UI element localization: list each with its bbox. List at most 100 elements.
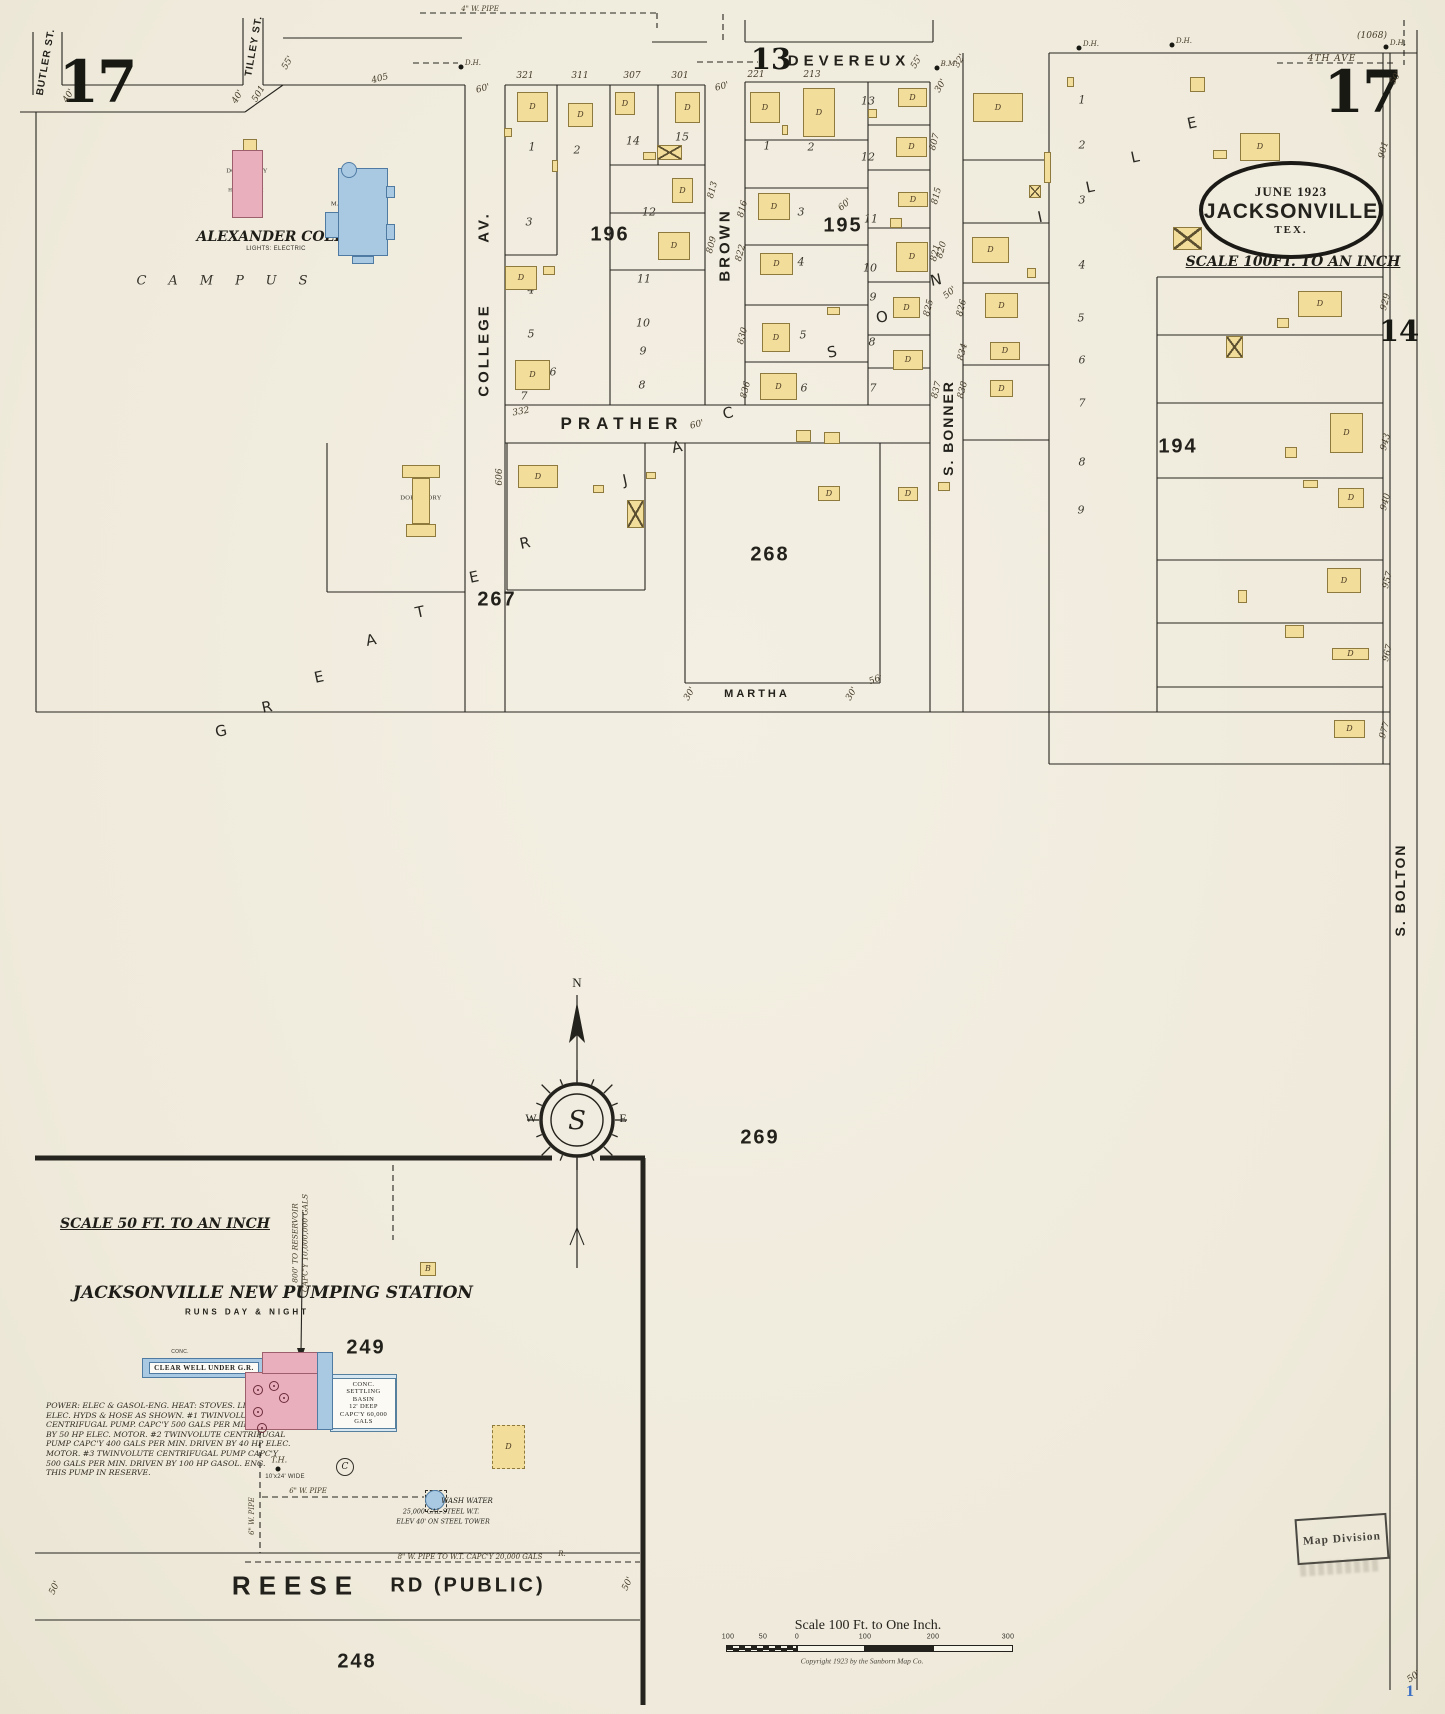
outbuilding <box>1027 268 1036 278</box>
outbuilding <box>1190 77 1205 92</box>
building-label: D <box>775 381 782 391</box>
outbuilding <box>245 1372 318 1430</box>
outbuilding <box>262 1352 318 1374</box>
dwelling-building: D <box>990 342 1020 360</box>
block-number: 269 <box>740 1126 780 1149</box>
outbuilding <box>1044 152 1051 183</box>
dwelling-building: D <box>972 237 1009 263</box>
crossed-outbuilding <box>1029 185 1041 198</box>
wash-water-capacity: 25,000 GAL STEEL W.T. <box>402 1508 480 1516</box>
hydrant-marker-label: D.H. <box>1176 37 1192 45</box>
dwelling-building: D <box>818 486 840 501</box>
scale-bar-tick: 50 <box>758 1633 768 1641</box>
outbuilding <box>317 1352 333 1430</box>
dwelling-building: D <box>518 465 558 488</box>
crossed-outbuilding <box>1173 227 1202 250</box>
block-number: 196 <box>590 223 630 246</box>
building-label: D <box>684 102 691 112</box>
street-label: S. BONNER <box>940 380 956 476</box>
lot-number: 9 <box>639 344 647 358</box>
outbuilding <box>868 109 877 118</box>
dwelling-building: D <box>990 380 1013 397</box>
map-scale-note: SCALE 100FT. TO AN INCH <box>1185 254 1401 270</box>
machinery-label: CONC. <box>171 1349 189 1355</box>
adjacent-sheet-number-right: 14 <box>1378 314 1420 348</box>
building-label: D <box>1256 142 1264 151</box>
settling-capacity: CAPC'Y 60,000 GALS <box>339 1410 388 1426</box>
dwelling-building: D <box>517 92 548 122</box>
pumping-station-notes: POWER: ELEC & GASOL-ENG. HEAT: STOVES. L… <box>46 1401 291 1478</box>
scale-bar-segment <box>726 1648 797 1652</box>
dwelling-building: D <box>658 232 690 260</box>
pipe-label: R. <box>558 1550 566 1558</box>
outbuilding <box>1277 318 1289 328</box>
lot-number: 3 <box>1078 193 1086 207</box>
scale-bar-segment <box>726 1645 797 1649</box>
outbuilding <box>796 430 811 442</box>
compass-letter: W <box>525 1111 537 1125</box>
lot-number: 10 <box>863 261 877 275</box>
lot-number: 13 <box>861 94 875 108</box>
lot-number: 7 <box>520 389 528 403</box>
outbuilding <box>643 152 656 160</box>
building-label: D <box>770 201 778 211</box>
building-label: D <box>577 110 584 119</box>
building-label: D <box>903 302 910 312</box>
dimension-mark: 606 <box>495 468 505 486</box>
crossed-outbuilding <box>657 145 682 160</box>
dwelling-building: D <box>973 93 1023 122</box>
house-number: 213 <box>803 70 821 80</box>
hydrant-marker-label: D.H. <box>465 59 481 67</box>
dwelling-building: D <box>492 1425 525 1469</box>
reservoir-note-line2: CAPC'Y 10,000,000 GALS <box>300 1193 310 1293</box>
pumping-station-note-line: PUMP CAPC'Y 400 GALS PER MIN. DRIVEN BY … <box>46 1439 291 1449</box>
building-label: D <box>904 355 912 364</box>
hydrant-marker-label: B.M. <box>940 60 958 68</box>
dwelling-building: D <box>893 350 923 370</box>
title-date: JUNE 1923 <box>1254 184 1328 199</box>
dwelling-building: D <box>758 193 790 220</box>
pump-machinery-symbol <box>257 1423 267 1433</box>
house-number: 307 <box>623 71 641 81</box>
lot-number: 1 <box>1078 93 1086 107</box>
block-number: 194 <box>1158 435 1198 458</box>
outbuilding <box>1303 480 1318 488</box>
scale-bar-tick: 100 <box>721 1633 735 1641</box>
building-label: D <box>1346 724 1353 733</box>
main-building-turret <box>341 162 357 178</box>
scale-bar-segment <box>933 1645 1013 1652</box>
outbuilding <box>1285 447 1297 458</box>
building-label: D <box>909 92 916 102</box>
building-label: D <box>505 1442 512 1451</box>
crossed-outbuilding <box>1226 336 1243 358</box>
pipe-label: 6" W. PIPE <box>248 1497 256 1535</box>
lot-number: 12 <box>861 150 875 164</box>
outbuilding <box>1213 150 1227 159</box>
yard-circle-mark: C <box>336 1458 354 1476</box>
outbuilding <box>552 160 558 172</box>
building-label: D <box>772 332 780 342</box>
dwelling-building: D <box>893 297 920 318</box>
pumping-station-note-line: 500 GALS PER MIN. DRIVEN BY 100 HP GASOL… <box>46 1458 266 1468</box>
hydrant-marker-label: D.H. <box>1083 40 1099 48</box>
compass-letter: E <box>619 1111 626 1125</box>
dwelling-building: D <box>1327 568 1361 593</box>
test-hole-note: 10'x24' WIDE <box>265 1474 305 1480</box>
outbuilding <box>412 478 430 524</box>
lot-number: 1 <box>763 139 771 153</box>
clear-well-building: CLEAR WELL UNDER G.R. <box>142 1358 266 1378</box>
block-number: 249 <box>346 1336 386 1359</box>
house-number: 321 <box>516 71 534 81</box>
hydrant-marker-dot <box>1169 42 1175 48</box>
lot-number: 2 <box>1078 138 1086 152</box>
lot-number: 5 <box>527 327 535 341</box>
building-label: D <box>998 300 1005 310</box>
wash-water-tank <box>425 1490 445 1510</box>
outbuilding <box>1238 590 1247 603</box>
pumping-station-note-line: POWER: ELEC & GASOL-ENG. HEAT: STOVES. L… <box>46 1401 272 1410</box>
lot-number: 6 <box>800 381 808 395</box>
adjacent-sheet-number-top: 13 <box>750 42 792 76</box>
lot-number: 11 <box>637 272 651 286</box>
block-number: 267 <box>477 588 517 611</box>
dwelling-building: D <box>896 137 927 157</box>
